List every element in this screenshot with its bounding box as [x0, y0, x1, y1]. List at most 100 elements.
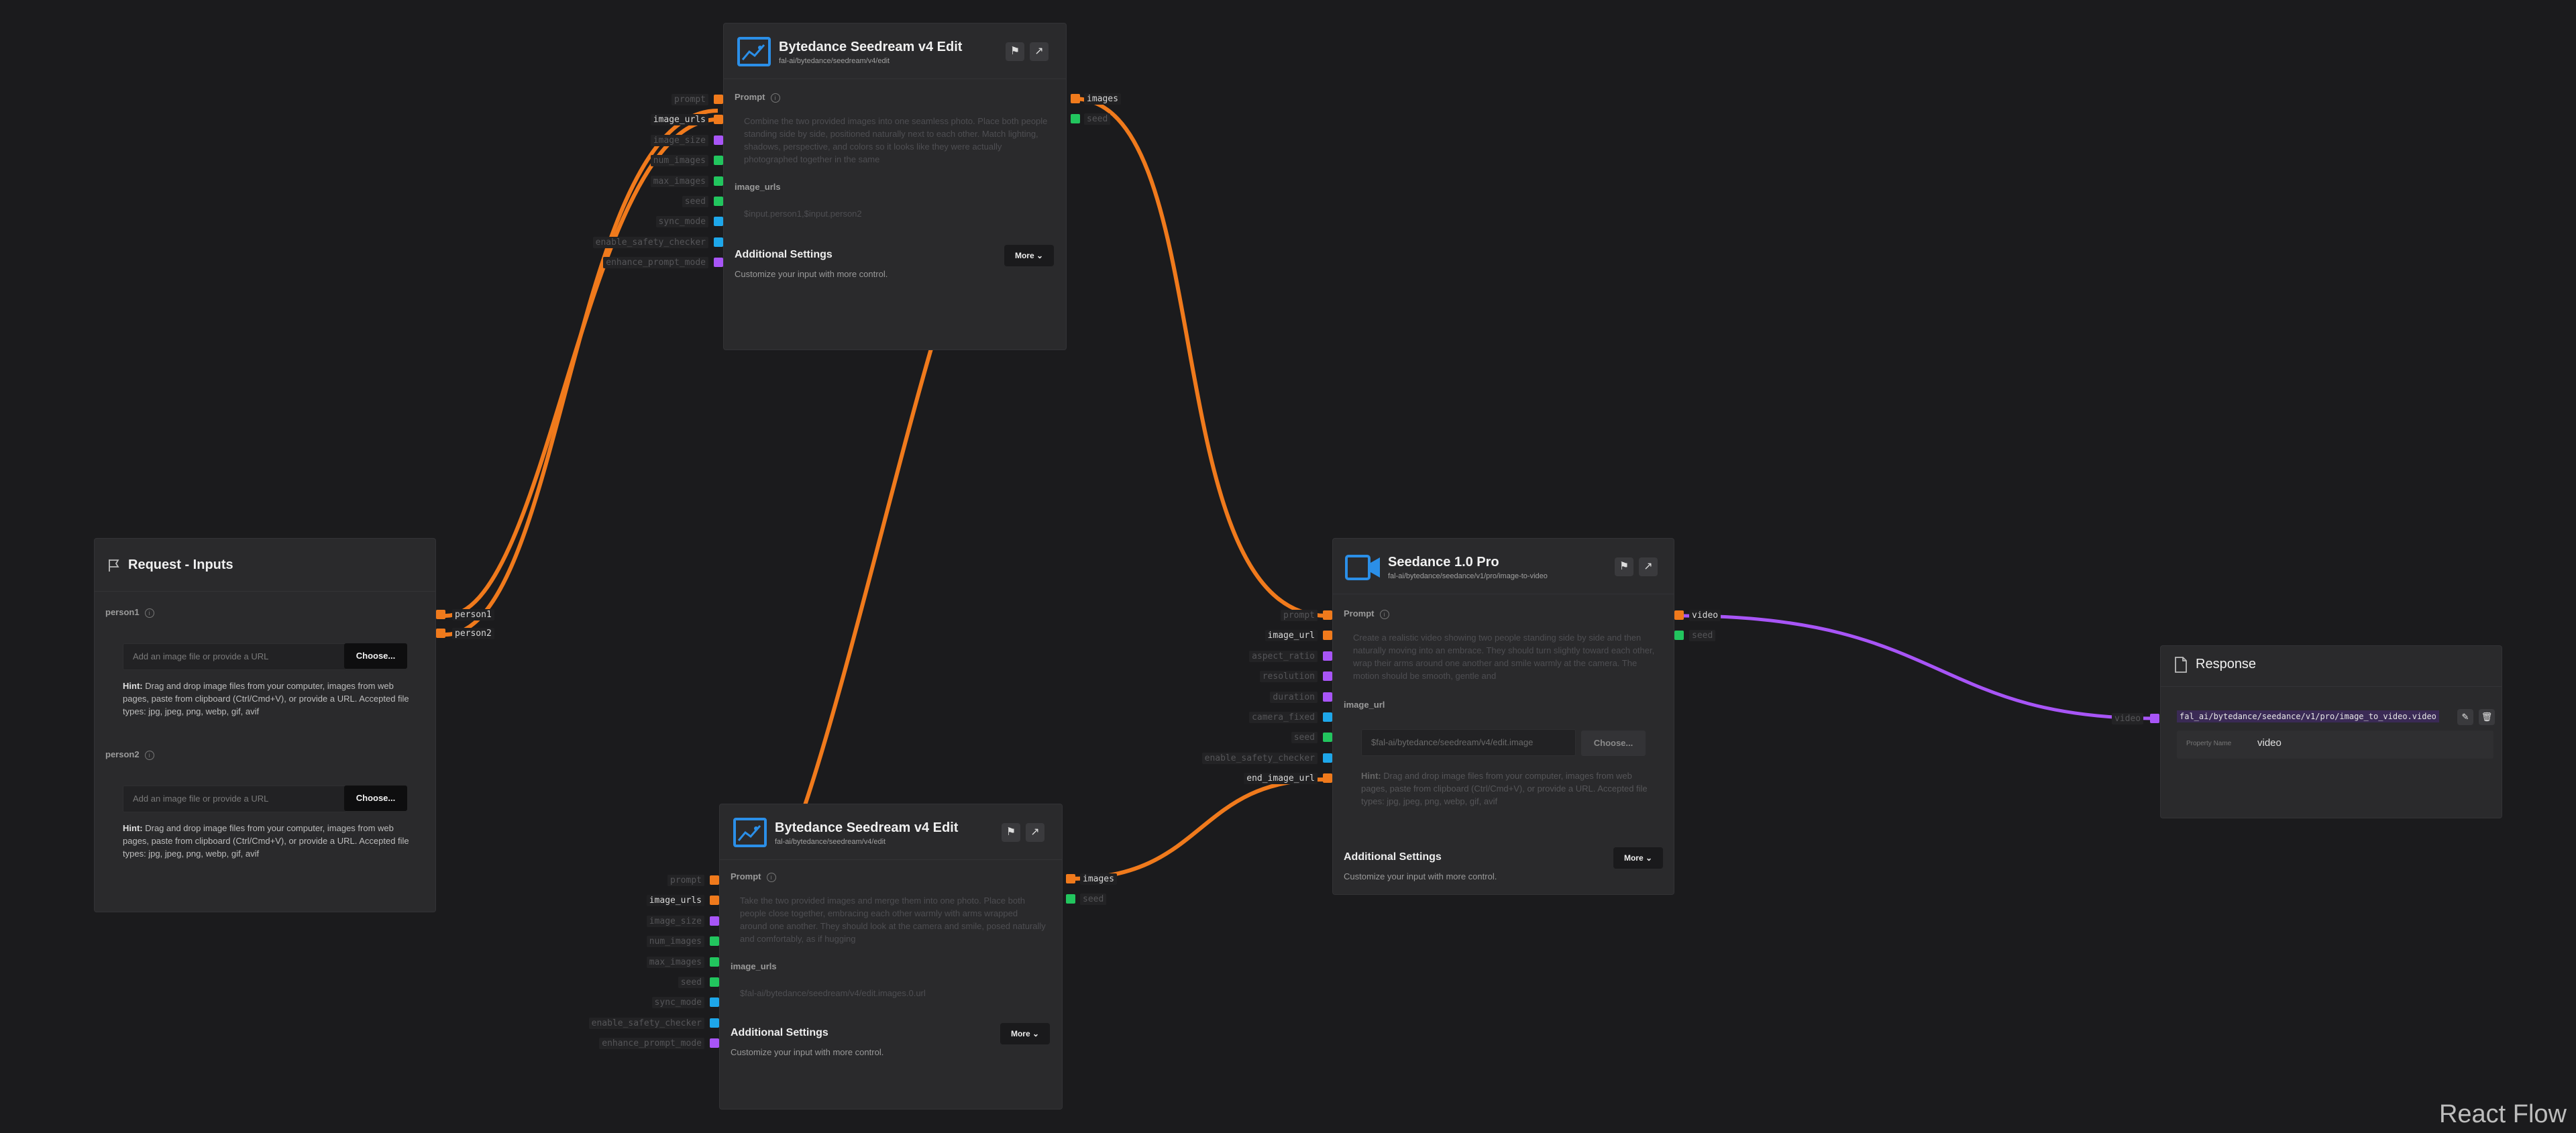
input-port-prompt[interactable] — [1323, 610, 1332, 620]
seedream-bottom-header: Bytedance Seedream v4 Edit fal-ai/byteda… — [720, 804, 1062, 860]
input-port-num-images[interactable] — [714, 156, 723, 166]
input-port-prompt[interactable] — [714, 95, 723, 104]
prompt-textarea[interactable]: Create a realistic video showing two peo… — [1353, 633, 1655, 681]
flag-icon[interactable]: ⚑ — [1002, 823, 1020, 842]
input-port-image-urls[interactable] — [710, 896, 719, 906]
output-port-video[interactable] — [1674, 610, 1684, 620]
external-link-icon[interactable]: ↗ — [1026, 823, 1044, 842]
property-name-value: video — [2257, 737, 2282, 749]
person1-input[interactable]: Add an image file or provide a URL — [123, 643, 347, 670]
prompt-textarea[interactable]: Combine the two provided images into one… — [744, 116, 1048, 164]
input-label-max-images: max_images — [646, 956, 704, 968]
input-port-enhance-prompt-mode[interactable] — [714, 258, 723, 268]
image-url-hint: Hint: Drag and drop image files from you… — [1361, 769, 1650, 808]
node-subtitle: fal-ai/bytedance/seedream/v4/edit — [779, 57, 890, 65]
input-port-enable-safety-checker[interactable] — [714, 237, 723, 247]
person2-input[interactable]: Add an image file or provide a URL — [123, 786, 347, 812]
edge-bottom-images-seedance-end-image[interactable] — [1068, 777, 1328, 881]
input-port-sync-mode[interactable] — [710, 997, 719, 1008]
info-icon[interactable]: i — [1379, 610, 1389, 619]
additional-settings-title: Additional Settings — [1344, 851, 1442, 863]
output-port-person2[interactable] — [436, 629, 445, 638]
input-port-camera-fixed[interactable] — [1323, 712, 1332, 722]
input-port-image-url[interactable] — [1323, 631, 1332, 641]
response-header: Response — [2161, 646, 2502, 687]
flag-icon[interactable]: ⚑ — [1006, 42, 1024, 61]
output-label-seed: seed — [1689, 630, 1716, 641]
more-button[interactable]: More ⌄ — [1613, 847, 1663, 869]
edge-seedance-video-response[interactable] — [1681, 614, 2155, 720]
input-label-camera-fixed: camera_fixed — [1249, 712, 1318, 723]
more-button[interactable]: More ⌄ — [1000, 1023, 1050, 1044]
output-port-seed[interactable] — [1674, 631, 1684, 640]
input-port-enable-safety-checker[interactable] — [1323, 753, 1332, 763]
input-port-enhance-prompt-mode[interactable] — [710, 1038, 719, 1048]
info-icon[interactable]: i — [770, 93, 780, 103]
input-port-seed[interactable] — [714, 197, 723, 206]
input-port-prompt[interactable] — [710, 875, 719, 885]
edge-person1-image-urls-top[interactable] — [445, 117, 718, 618]
output-label-person2: person2 — [452, 628, 494, 639]
input-port-sync-mode[interactable] — [714, 217, 723, 227]
output-port-images[interactable] — [1071, 94, 1080, 103]
node-subtitle: fal-ai/bytedance/seedance/v1/pro/image-t… — [1388, 572, 1548, 580]
person1-hint-text: Drag and drop image files from your comp… — [123, 681, 409, 716]
input-port-image-size[interactable] — [714, 135, 723, 145]
output-port-person1[interactable] — [436, 610, 445, 619]
info-icon[interactable]: i — [144, 608, 154, 618]
seedream-top-node[interactable]: Bytedance Seedream v4 Edit fal-ai/byteda… — [723, 23, 1067, 350]
output-port-seed[interactable] — [1066, 894, 1075, 904]
input-label-seed: seed — [678, 977, 704, 988]
person1-hint-bold: Hint: — [123, 681, 143, 691]
input-port-aspect-ratio[interactable] — [1323, 651, 1332, 661]
edit-icon[interactable]: ✎ — [2457, 709, 2473, 725]
output-port-seed[interactable] — [1071, 114, 1080, 123]
image-urls-input[interactable]: $fal-ai/bytedance/seedream/v4/edit.image… — [740, 988, 926, 998]
external-link-icon[interactable]: ↗ — [1639, 557, 1658, 576]
input-port-enable-safety-checker[interactable] — [710, 1018, 719, 1028]
info-icon[interactable]: i — [144, 751, 154, 760]
trash-icon[interactable]: 🗑 — [2479, 709, 2495, 725]
input-port-resolution[interactable] — [1323, 671, 1332, 682]
input-port-end-image-url[interactable] — [1323, 773, 1332, 784]
input-port-seed[interactable] — [710, 977, 719, 987]
input-label-image-url: image_url — [1265, 630, 1318, 642]
prompt-label-text: Prompt — [731, 871, 761, 881]
input-port-duration[interactable] — [1323, 692, 1332, 702]
input-port-num-images[interactable] — [710, 936, 719, 947]
edge-person2-image-urls-top[interactable] — [445, 109, 718, 637]
input-label-prompt: prompt — [1281, 610, 1318, 621]
input-port-max-images[interactable] — [710, 957, 719, 967]
prompt-textarea[interactable]: Take the two provided images and merge t… — [740, 896, 1046, 944]
seedream-top-header: Bytedance Seedream v4 Edit fal-ai/byteda… — [724, 23, 1066, 79]
image-urls-label: image_urls — [731, 961, 777, 971]
response-node[interactable]: Response fal_ai/bytedance/seedance/v1/pr… — [2160, 645, 2502, 818]
image-url-input[interactable]: $fal-ai/bytedance/seedream/v4/edit.image — [1361, 729, 1576, 756]
request-inputs-title: Request - Inputs — [128, 557, 233, 572]
person1-choose-button[interactable]: Choose... — [344, 643, 407, 669]
info-icon[interactable]: i — [766, 873, 776, 882]
input-label-video: video — [2112, 713, 2144, 724]
input-port-image-urls[interactable] — [714, 115, 723, 125]
image-urls-input[interactable]: $input.person1,$input.person2 — [744, 209, 862, 219]
flag-icon[interactable]: ⚑ — [1615, 557, 1633, 576]
edge-top-images-seedance-image-url[interactable] — [1073, 97, 1328, 618]
external-link-icon[interactable]: ↗ — [1030, 42, 1049, 61]
more-button[interactable]: More ⌄ — [1004, 245, 1054, 266]
input-port-video[interactable] — [2150, 714, 2159, 723]
seedream-bottom-node[interactable]: Bytedance Seedream v4 Edit fal-ai/byteda… — [719, 804, 1063, 1110]
edge-top-images-bottom-image-urls[interactable] — [803, 348, 933, 806]
input-port-seed[interactable] — [1323, 733, 1332, 743]
output-port-images[interactable] — [1066, 874, 1075, 883]
seedance-node[interactable]: Seedance 1.0 Pro fal-ai/bytedance/seedan… — [1332, 538, 1674, 895]
choose-button[interactable]: Choose... — [1581, 731, 1646, 756]
image-urls-label: image_urls — [735, 182, 781, 192]
input-label-image-urls: image_urls — [646, 895, 704, 907]
property-name-field[interactable]: Property Name video — [2177, 731, 2493, 759]
input-port-image-size[interactable] — [710, 916, 719, 926]
input-port-max-images[interactable] — [714, 176, 723, 186]
person2-choose-button[interactable]: Choose... — [344, 786, 407, 811]
